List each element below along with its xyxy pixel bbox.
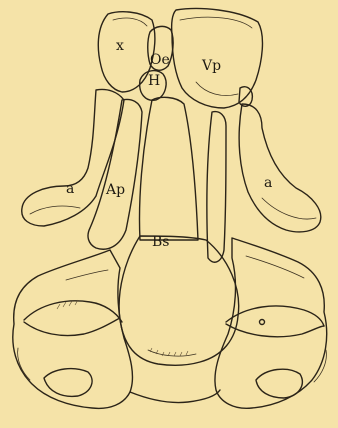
bone-ap	[88, 100, 142, 250]
label-vp: Vp	[201, 58, 221, 74]
label-x: x	[116, 38, 124, 54]
bone-x	[98, 12, 155, 92]
label-h: H	[148, 73, 160, 89]
bone-base	[130, 390, 220, 403]
label-bs: Bs	[152, 234, 169, 250]
label-a-right: a	[264, 175, 272, 191]
bone-bs-shaft	[140, 97, 199, 240]
label-a-left: a	[66, 181, 74, 197]
bone-bs-body	[119, 236, 239, 365]
bone-lower-right	[215, 238, 327, 408]
bone-a-right	[239, 104, 321, 232]
bone-lower-left	[13, 250, 133, 408]
bone-vp-rod	[207, 112, 226, 263]
label-oe: Oe	[150, 52, 170, 68]
bone-a-left	[22, 89, 124, 226]
label-ap: Ap	[105, 182, 125, 198]
